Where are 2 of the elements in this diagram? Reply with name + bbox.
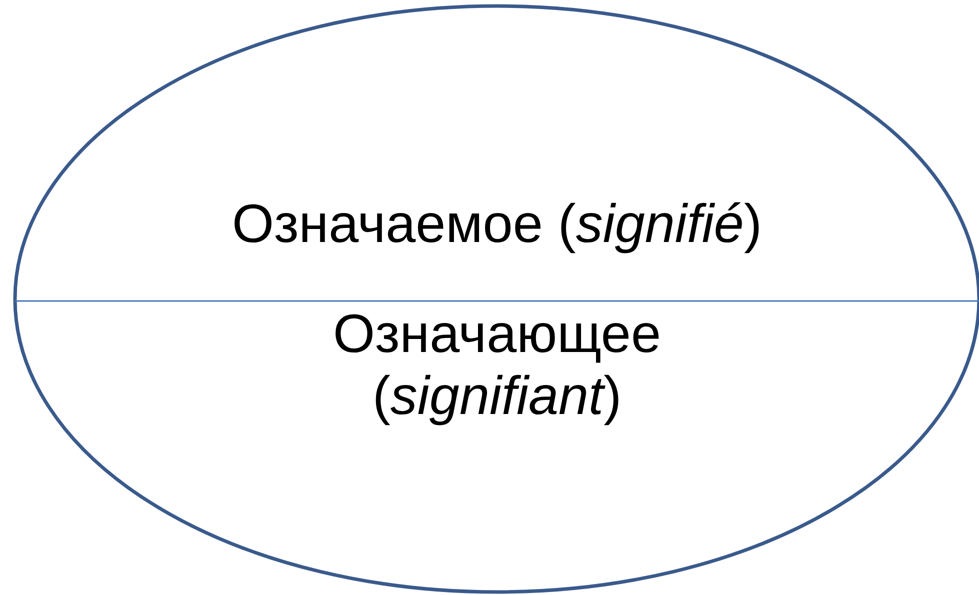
concept-text: Означающее (signifiant)	[332, 303, 662, 428]
concept-text: Означаемое (signifié)	[231, 193, 763, 256]
